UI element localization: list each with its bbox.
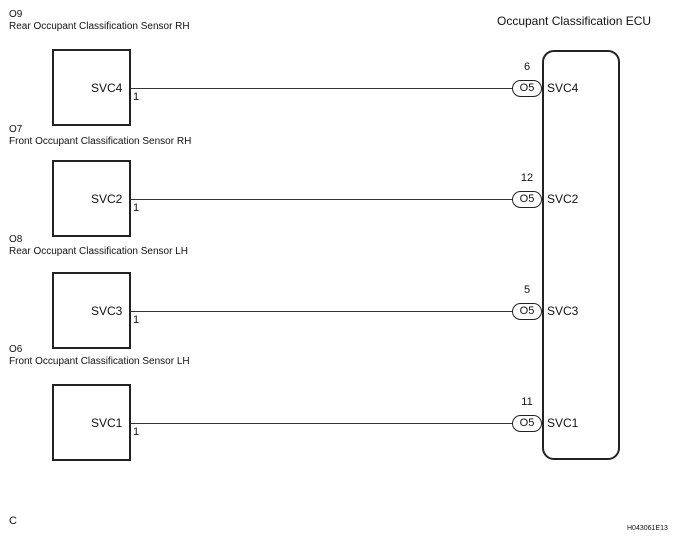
sensor-box xyxy=(52,49,131,126)
sensor-name: Front Occupant Classification Sensor LH xyxy=(9,356,190,367)
sensor-pin: 1 xyxy=(133,314,140,326)
ecu-terminal-label: SVC2 xyxy=(547,192,579,206)
sensor-terminal-label: SVC4 xyxy=(91,81,123,95)
ecu-body xyxy=(542,50,620,460)
section-letter: C xyxy=(9,515,17,527)
ecu-pin-number: 5 xyxy=(523,284,531,296)
ecu-terminal-label: SVC1 xyxy=(547,416,579,430)
sensor-box xyxy=(52,160,131,237)
sensor-name: Front Occupant Classification Sensor RH xyxy=(9,136,192,147)
connector-label: O5 xyxy=(512,80,542,97)
ecu-pin-number: 12 xyxy=(520,172,534,184)
sensor-pin: 1 xyxy=(133,91,140,103)
sensor-box xyxy=(52,272,131,349)
ecu-pin-number: 11 xyxy=(521,396,533,408)
sensor-name: Rear Occupant Classification Sensor RH xyxy=(9,21,190,32)
sensor-code: O7 xyxy=(9,124,23,135)
sensor-pin: 1 xyxy=(133,202,140,214)
figure-id: H043061E13 xyxy=(627,525,668,532)
sensor-terminal-label: SVC3 xyxy=(91,304,123,318)
sensor-terminal-label: SVC2 xyxy=(91,192,123,206)
ecu-title: Occupant Classification ECU xyxy=(497,14,652,28)
ecu-terminal-label: SVC3 xyxy=(547,304,579,318)
ecu-pin-number: 6 xyxy=(523,61,531,73)
sensor-name: Rear Occupant Classification Sensor LH xyxy=(9,246,188,257)
sensor-code: O8 xyxy=(9,234,23,245)
connector-label: O5 xyxy=(512,191,542,208)
sensor-pin: 1 xyxy=(133,426,140,438)
wire xyxy=(131,199,513,200)
wire xyxy=(131,311,513,312)
sensor-terminal-label: SVC1 xyxy=(91,416,123,430)
sensor-code: O6 xyxy=(9,344,23,355)
sensor-box xyxy=(52,384,131,461)
wire xyxy=(131,88,513,89)
connector-label: O5 xyxy=(512,415,542,432)
sensor-code: O9 xyxy=(9,9,23,20)
connector-label: O5 xyxy=(512,303,542,320)
wire xyxy=(131,423,513,424)
ecu-terminal-label: SVC4 xyxy=(547,81,579,95)
